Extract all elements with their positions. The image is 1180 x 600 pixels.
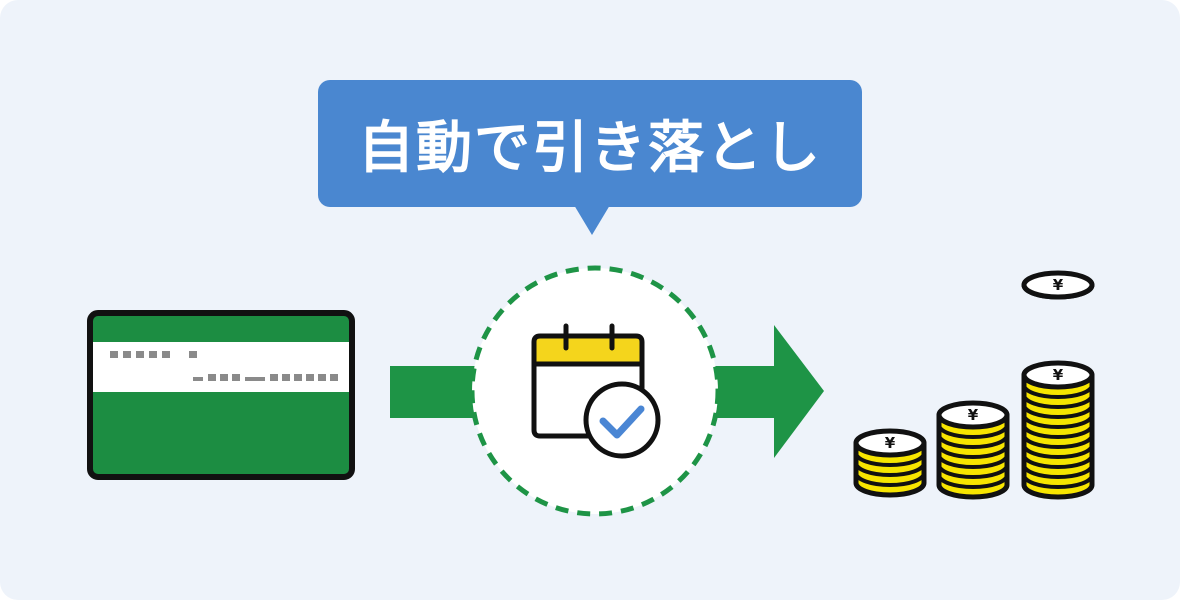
coin-edge [854,462,926,477]
yen-coin-stack-icon: ¥ ¥ ¥ ¥ [853,270,1095,500]
coin-edge [937,474,1009,489]
auto-debit-label: 自動で引き落とし [358,116,822,181]
coin-edge [1022,434,1094,449]
bank-card-icon [87,310,355,480]
coin-top-face [936,400,1010,430]
coin-edge [937,434,1009,449]
coin-stack: ¥ [936,400,1010,500]
schedule-circle [469,265,721,517]
yen-symbol: ¥ [885,434,896,452]
yen-symbol: ¥ [1053,366,1064,384]
coin-stack: ¥ [1021,270,1095,300]
coin-edge [1022,414,1094,429]
calendar-check-icon [531,323,661,459]
coin-edge [1022,464,1094,479]
coin-top-face [1021,360,1095,390]
speech-bubble-tail [574,205,610,235]
coin-edge [854,482,926,497]
coin-edge [937,464,1009,479]
coin-edge [1022,384,1094,399]
card-number-dashes-bottom [193,374,338,381]
coin-edge [937,424,1009,439]
coin-edge [1022,424,1094,439]
coin-stack: ¥ [853,428,927,498]
coin-edge [937,454,1009,469]
coin-edge [1022,444,1094,459]
coin-edge [1022,484,1094,499]
coin-edge [937,444,1009,459]
card-number-dashes-top [110,351,197,358]
coin-edge [1022,474,1094,489]
coin-edge [1022,404,1094,419]
coin-edge [1022,454,1094,469]
speech-bubble: 自動で引き落とし [318,80,862,207]
coin-edge [854,452,926,467]
coin-top-face [1021,270,1095,300]
coin-top-face [853,428,927,458]
coin-edge [854,472,926,487]
coin-edge [937,484,1009,499]
yen-symbol: ¥ [1053,276,1064,294]
coin-edge [1022,394,1094,409]
coin-stack: ¥ [1021,360,1095,500]
yen-symbol: ¥ [968,406,979,424]
